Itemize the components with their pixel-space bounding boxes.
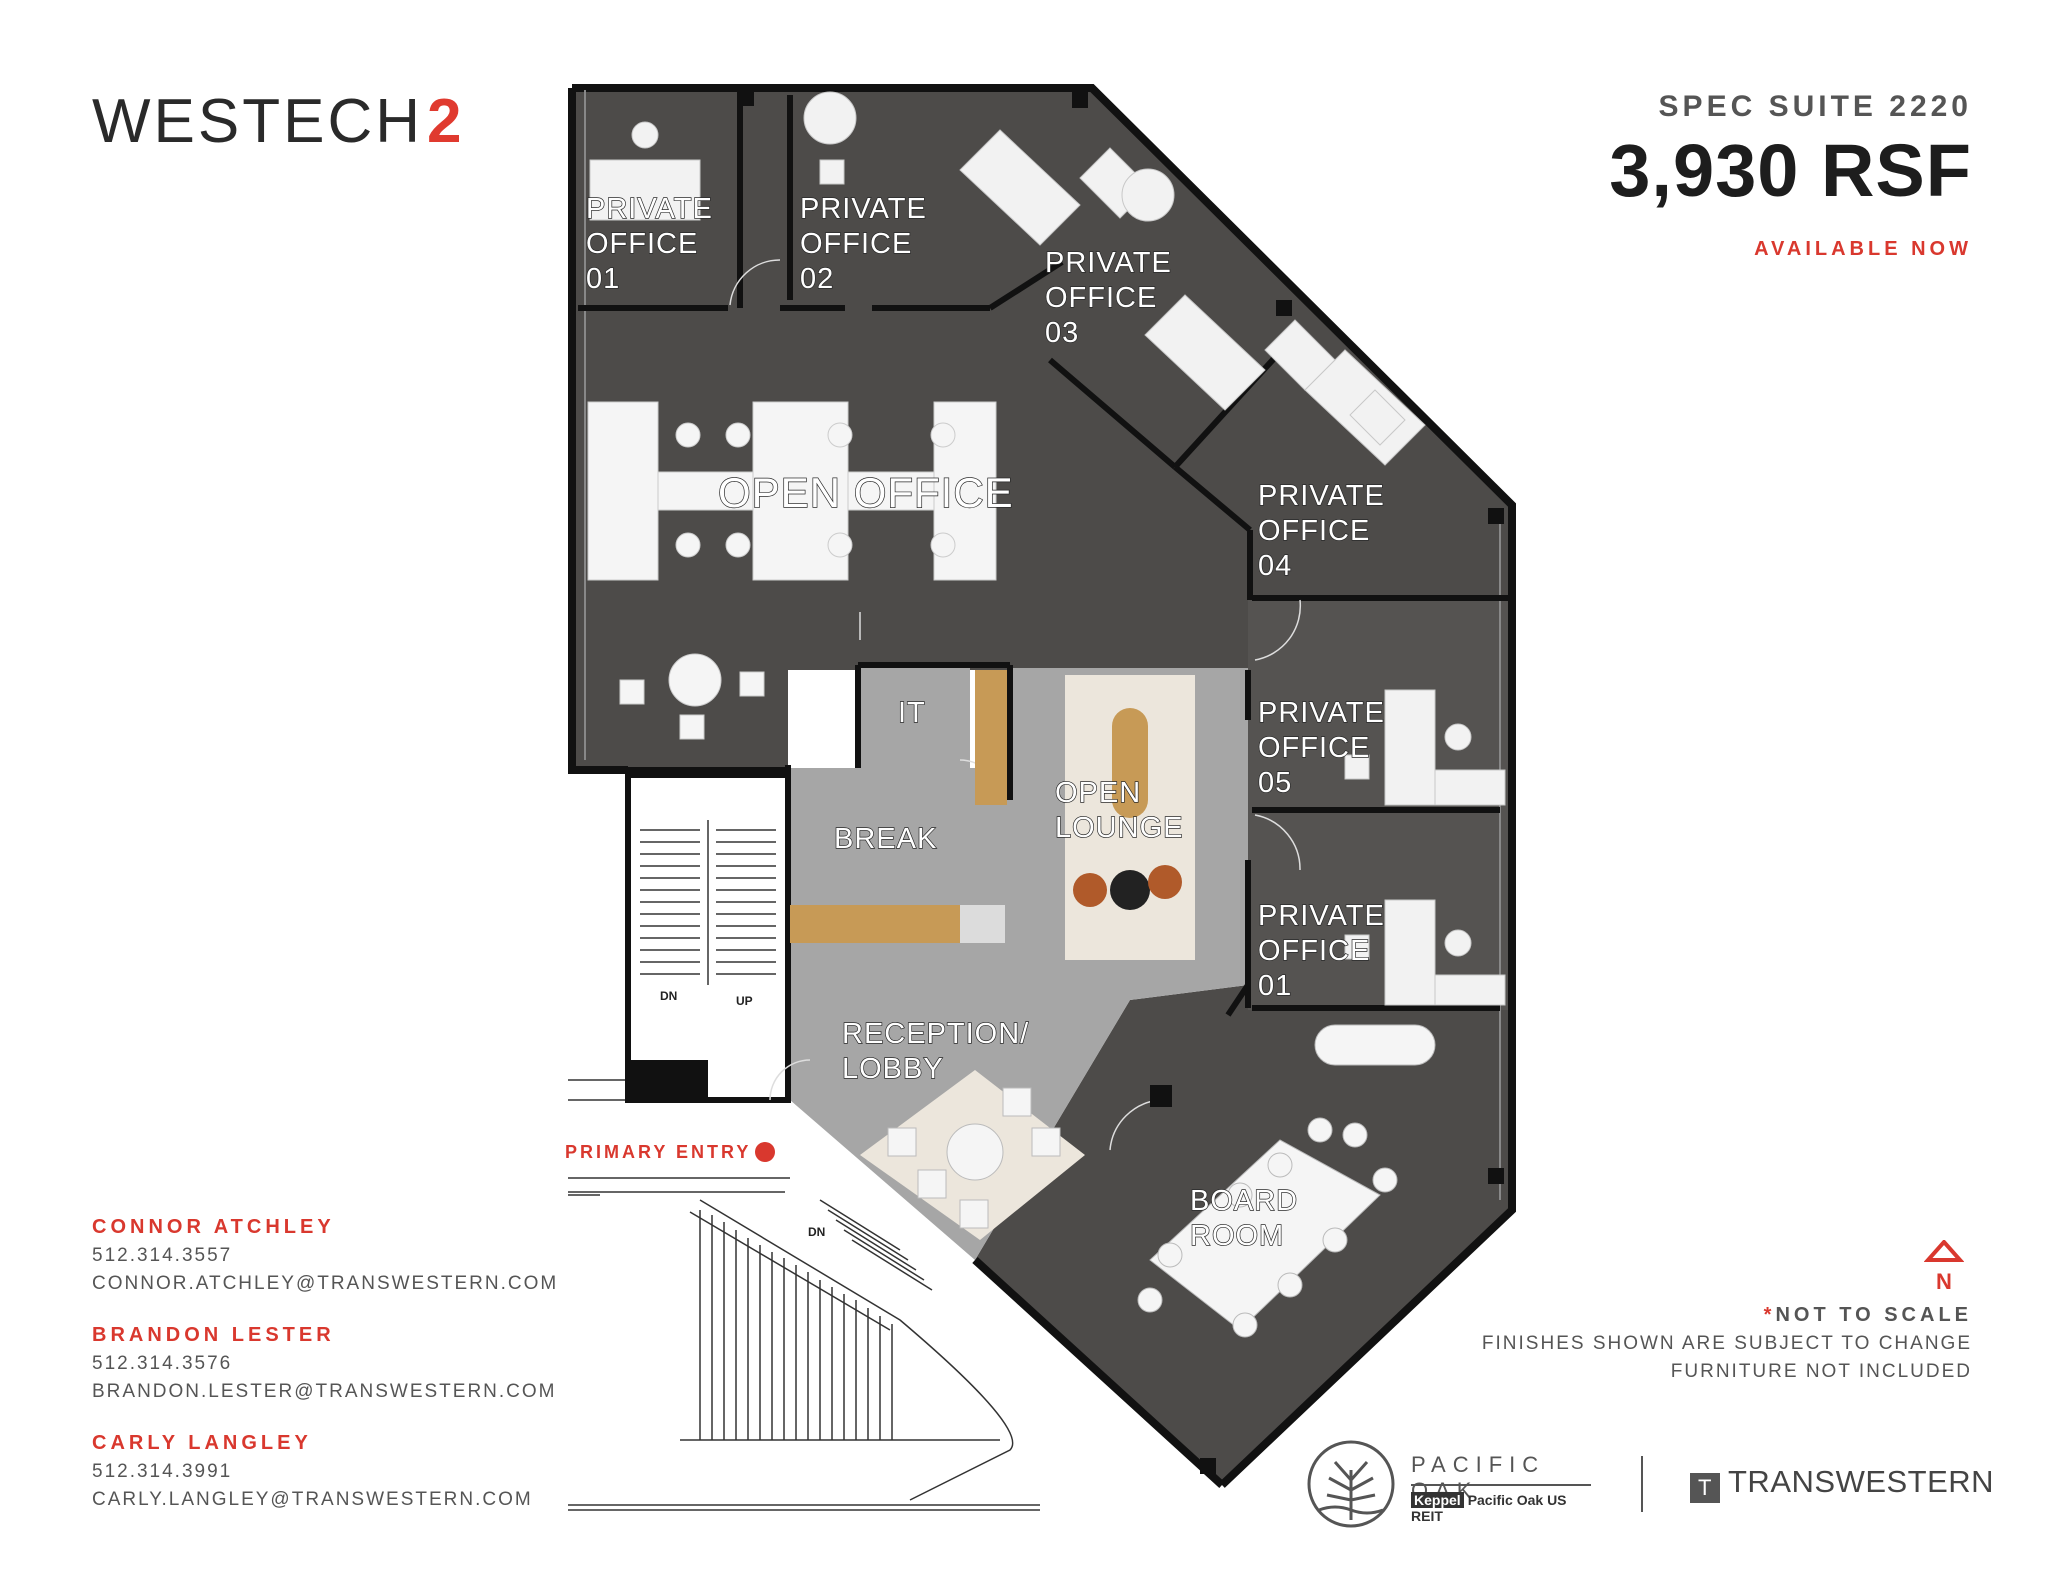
label-po2-line3: 02 (800, 263, 834, 295)
label-po1-bottom-line3: 01 (1258, 970, 1292, 1002)
label-lounge-line2: LOUNGE (1055, 812, 1183, 844)
pacific-oak-rule (1411, 1484, 1591, 1486)
logo-word: WESTECH (92, 87, 423, 156)
label-po1-top-line3: 01 (586, 263, 620, 295)
label-po1-top-line2: OFFICE (586, 228, 698, 260)
label-board-line1: BOARD (1190, 1185, 1298, 1217)
westech-logo: WESTECH2 (92, 86, 464, 157)
open-office-workstations (587, 401, 997, 740)
door-swings (729, 259, 1302, 1151)
rsf-value: 3,930 RSF (1609, 129, 1972, 212)
primary-entry-label: PRIMARY ENTRY (565, 1142, 751, 1162)
label-po2-line2: OFFICE (800, 228, 912, 260)
contact-name: CONNOR ATCHLEY (92, 1216, 335, 1238)
exterior-stair-dn-label: DN (808, 1225, 825, 1239)
board-room-furniture (1137, 1024, 1436, 1338)
availability-badge: AVAILABLE NOW (1754, 238, 1972, 260)
contact-name: BRANDON LESTER (92, 1324, 335, 1346)
lounge-table (1110, 870, 1150, 910)
window-lines (584, 90, 1501, 1200)
furniture-note: FURNITURE NOT INCLUDED (1670, 1361, 1972, 1382)
stair-dn-label: DN (660, 989, 677, 1003)
break-counter-vertical (975, 670, 1007, 805)
label-po1-bottom-line2: OFFICE (1258, 935, 1370, 967)
label-po4-line3: 04 (1258, 550, 1292, 582)
north-arrow-icon (1923, 1238, 1965, 1262)
building-columns (738, 90, 1504, 1474)
transwestern-logo: T TRANSWESTERN (1690, 1464, 1994, 1503)
contact-item: CONNOR ATCHLEY 512.314.3557 CONNOR.ATCHL… (92, 1212, 558, 1298)
primary-entry-marker (755, 1142, 775, 1162)
label-open-office: OPEN OFFICE (718, 469, 1014, 516)
suite-title: SPEC SUITE 2220 (1658, 90, 1972, 123)
north-arrow: N (1923, 1238, 1965, 1295)
label-po3-line1: PRIVATE (1045, 247, 1172, 279)
it-room-area (858, 668, 970, 768)
contact-phone[interactable]: 512.314.3576 (92, 1353, 233, 1374)
label-po5-line3: 05 (1258, 767, 1292, 799)
contact-phone[interactable]: 512.314.3991 (92, 1461, 233, 1482)
label-break: BREAK (834, 823, 937, 855)
transwestern-name: TRANSWESTERN (1728, 1464, 1995, 1499)
contact-phone[interactable]: 512.314.3557 (92, 1245, 233, 1266)
stair-up-label: UP (736, 994, 753, 1008)
keppel-text: Pacific Oak US REIT (1411, 1492, 1567, 1524)
contact-item: BRANDON LESTER 512.314.3576 BRANDON.LEST… (92, 1320, 558, 1406)
label-po4-line1: PRIVATE (1258, 480, 1385, 512)
reception-table (946, 1123, 1004, 1181)
north-label: N (1936, 1269, 1952, 1294)
finishes-note: FINISHES SHOWN ARE SUBJECT TO CHANGE (1481, 1333, 1972, 1354)
disclaimer-notes: *NOT TO SCALE FINISHES SHOWN ARE SUBJECT… (1482, 1300, 1972, 1386)
label-po4-line2: OFFICE (1258, 515, 1370, 547)
not-to-scale-note: *NOT TO SCALE (1482, 1300, 1972, 1330)
asterisk: * (1763, 1304, 1776, 1326)
label-po3-line2: OFFICE (1045, 282, 1157, 314)
contact-email[interactable]: BRANDON.LESTER@TRANSWESTERN.COM (92, 1381, 557, 1402)
office-furniture (589, 91, 1506, 1006)
label-po5-line1: PRIVATE (1258, 697, 1385, 729)
label-po3-line3: 03 (1045, 317, 1079, 349)
contact-name: CARLY LANGLEY (92, 1432, 312, 1454)
break-sink (960, 905, 1005, 943)
room-labels: PRIVATE OFFICE 01 PRIVATE OFFICE 02 PRIV… (585, 192, 1385, 1252)
lounge-chair-right (1148, 865, 1182, 899)
label-reception-line1: RECEPTION/ (842, 1018, 1029, 1050)
stair-treads (640, 820, 776, 985)
label-po1-bottom-line1: PRIVATE (1258, 900, 1385, 932)
reception-chairs (887, 1087, 1061, 1229)
pacific-oak-tree-icon (1307, 1440, 1395, 1528)
stair-landing-block (628, 1060, 708, 1100)
logo-divider (1641, 1456, 1643, 1512)
contact-email[interactable]: CARLY.LANGLEY@TRANSWESTERN.COM (92, 1489, 533, 1510)
transwestern-mark-icon: T (1690, 1473, 1720, 1503)
keppel-mark: Keppel (1411, 1492, 1464, 1508)
lounge-chair-left (1073, 873, 1107, 907)
label-board-line2: ROOM (1190, 1220, 1284, 1252)
contact-email[interactable]: CONNOR.ATCHLEY@TRANSWESTERN.COM (92, 1273, 559, 1294)
label-po1-top-line1: PRIVATE (586, 193, 713, 225)
label-it: IT (898, 697, 926, 729)
label-po2-line1: PRIVATE (800, 193, 927, 225)
lounge-bench (1112, 708, 1148, 818)
label-po5-line2: OFFICE (1258, 732, 1370, 764)
not-to-scale-text: NOT TO SCALE (1775, 1304, 1972, 1326)
label-lounge-line1: OPEN (1055, 777, 1141, 809)
contact-list: CONNOR ATCHLEY 512.314.3557 CONNOR.ATCHL… (92, 1212, 558, 1536)
label-reception-line2: LOBBY (842, 1053, 944, 1085)
contact-item: CARLY LANGLEY 512.314.3991 CARLY.LANGLEY… (92, 1428, 558, 1514)
exterior-stairs (568, 1079, 1040, 1511)
logo-number: 2 (427, 87, 465, 156)
